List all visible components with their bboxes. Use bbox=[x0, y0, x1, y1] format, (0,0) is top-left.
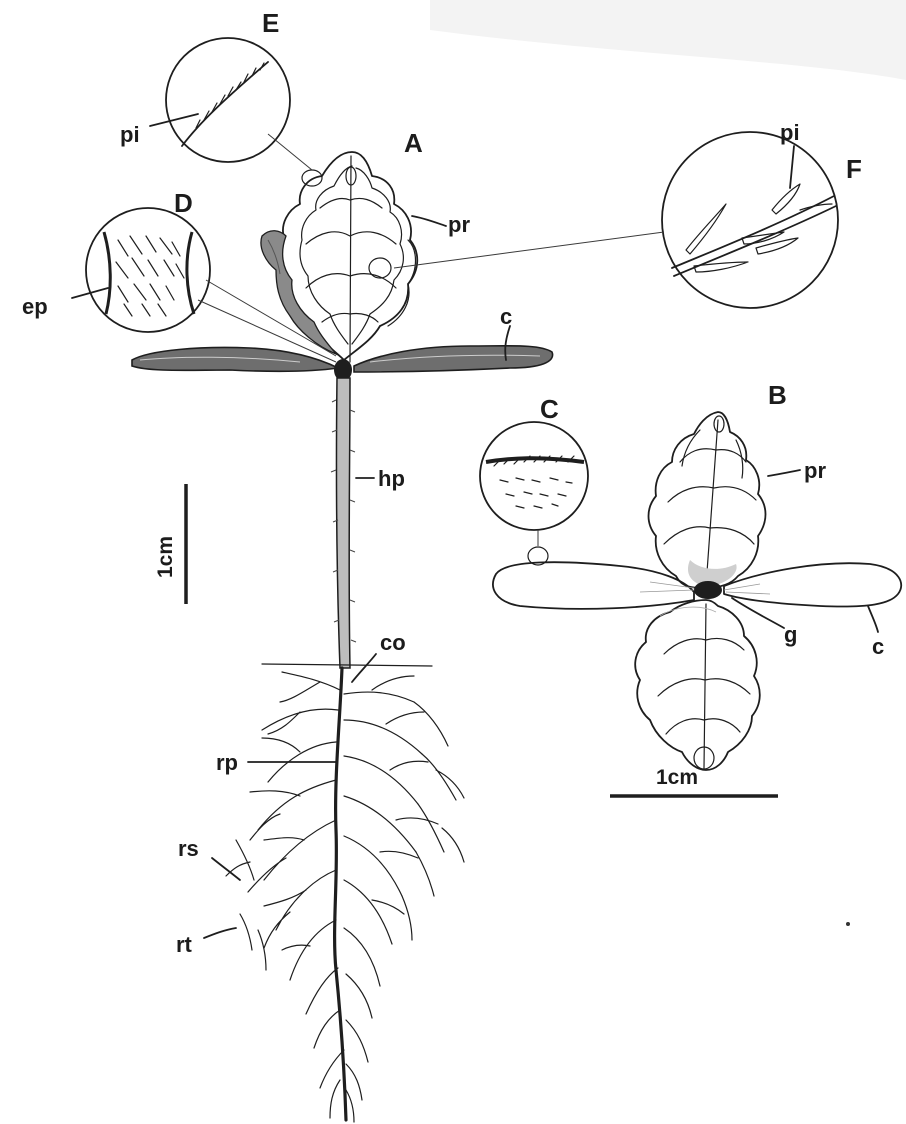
panel-label-a: A bbox=[404, 128, 423, 158]
seedling-a bbox=[132, 152, 553, 1122]
leader-c-b bbox=[868, 606, 878, 632]
label-pi-f: pi bbox=[780, 120, 800, 145]
panel-label-f: F bbox=[846, 154, 862, 184]
leader-co bbox=[352, 654, 376, 682]
cotyledons-a bbox=[132, 346, 553, 381]
label-pr-b: pr bbox=[804, 458, 826, 483]
leader-pr-b bbox=[768, 470, 800, 476]
scale-label-vertical: 1cm bbox=[154, 536, 177, 578]
leader-rt bbox=[204, 928, 236, 938]
label-pi-e: pi bbox=[120, 122, 140, 147]
panel-label-b: B bbox=[768, 380, 787, 410]
label-ep: ep bbox=[22, 294, 48, 319]
label-rs: rs bbox=[178, 836, 199, 861]
inset-e bbox=[150, 38, 312, 170]
label-pr-a: pr bbox=[448, 212, 470, 237]
panel-label-d: D bbox=[174, 188, 193, 218]
label-c-a: c bbox=[500, 304, 512, 329]
seedling-b bbox=[493, 412, 901, 770]
label-c-b: c bbox=[872, 634, 884, 659]
scale-label-horizontal: 1cm bbox=[656, 766, 698, 789]
scan-shadow bbox=[430, 0, 906, 80]
label-co: co bbox=[380, 630, 406, 655]
panel-label-c: C bbox=[540, 394, 559, 424]
label-hp: hp bbox=[378, 466, 405, 491]
leader-rs bbox=[212, 858, 240, 880]
leader-pr-a bbox=[412, 216, 446, 226]
hypocotyl bbox=[331, 378, 356, 668]
label-g: g bbox=[784, 622, 797, 647]
panel-label-e: E bbox=[262, 8, 279, 38]
inset-d bbox=[72, 208, 336, 362]
root-system bbox=[226, 668, 464, 1122]
label-rt: rt bbox=[176, 932, 193, 957]
primary-leaf-a bbox=[261, 152, 417, 362]
speck bbox=[846, 922, 850, 926]
inset-c bbox=[480, 422, 588, 565]
label-rp: rp bbox=[216, 750, 238, 775]
